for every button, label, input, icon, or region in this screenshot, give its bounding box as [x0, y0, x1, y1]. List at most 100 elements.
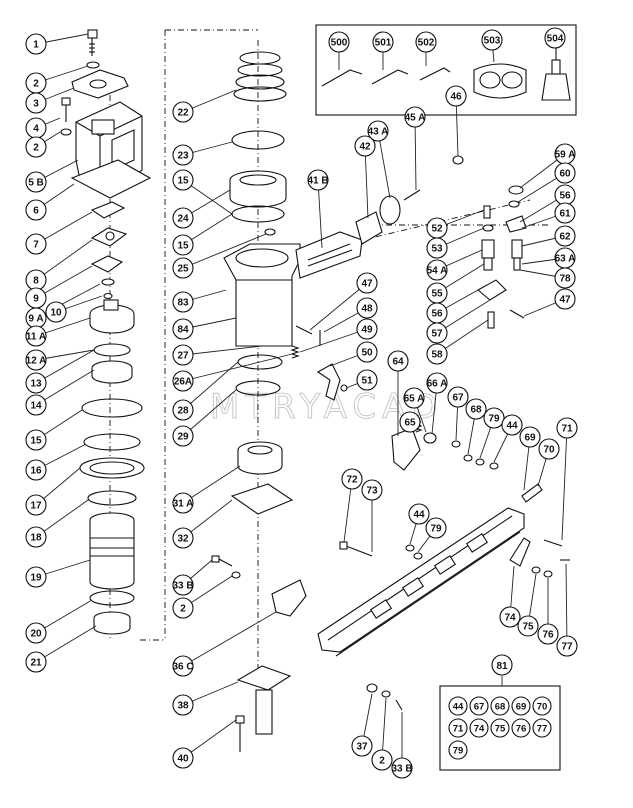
part-callout-p41b: 41 B	[307, 169, 329, 249]
part-number-label: 33 B	[172, 581, 193, 592]
part-number-label: 53	[431, 244, 443, 255]
callout-bubble	[356, 272, 378, 294]
part-number-label: 76	[542, 630, 554, 641]
callout-bubble	[25, 622, 47, 644]
callout-bubble	[25, 136, 47, 158]
part-callout-p43a: 43 A	[367, 120, 391, 199]
leader-line	[182, 719, 237, 759]
part-callout-p31a: 31 A	[172, 465, 241, 514]
callout-bubble	[465, 398, 487, 420]
part-number-label: 11 A	[26, 332, 46, 343]
callout-bubble	[172, 234, 194, 256]
callout-bubble	[341, 468, 363, 490]
part-callout-p52: 52	[426, 209, 485, 239]
kit-item-label: 68	[495, 702, 506, 713]
kit-item-bubble	[448, 696, 468, 716]
part-number-label: 22	[177, 108, 189, 119]
part-number-label: 31 A	[173, 499, 194, 510]
part-number-label: 32	[177, 534, 189, 545]
kit-item-label: 44	[453, 702, 464, 713]
kit-item-bubble	[448, 718, 468, 738]
trigger-magazine-assembly	[295, 155, 570, 711]
part-callout-p64: 64	[387, 350, 409, 436]
kit-item-label: 69	[516, 702, 527, 713]
kit-81-title-bubble	[491, 654, 513, 676]
part-number-label: 66 A	[427, 379, 448, 390]
callout-bubble	[25, 494, 47, 516]
callout-bubble	[172, 655, 194, 677]
callout-bubble	[25, 459, 47, 481]
callout-bubble	[367, 120, 389, 142]
part-callout-p33b_a: 33 B	[172, 559, 213, 596]
kit-item-bubble	[448, 740, 468, 760]
callout-bubble	[372, 31, 394, 53]
part-number-label: 46	[450, 92, 462, 103]
part-number-label: 2	[33, 143, 39, 154]
part-callout-p44a: 44	[493, 414, 523, 463]
part-callout-p76: 76	[537, 578, 559, 645]
part-number-label: 37	[356, 742, 368, 753]
part-callout-p7: 7	[25, 211, 93, 255]
part-number-label: 68	[470, 405, 482, 416]
accessories-box	[315, 24, 577, 116]
callout-bubble	[25, 199, 47, 221]
part-number-label: 70	[543, 445, 555, 456]
part-callout-p1: 1	[25, 33, 89, 55]
part-number-label: 9 A	[28, 314, 43, 325]
part-callout-p47a: 47	[309, 272, 378, 331]
part-callout-p15a: 15	[25, 409, 83, 451]
part-number-label: 501	[375, 38, 392, 49]
leader-line	[35, 239, 93, 281]
callout-bubble	[556, 417, 578, 439]
part-callout-p16: 16	[25, 443, 87, 481]
part-number-label: 67	[452, 393, 464, 404]
part-number-label: 77	[561, 642, 573, 653]
callout-bubble	[426, 343, 448, 365]
kit-81-title: 81	[496, 661, 508, 672]
part-callout-p6: 6	[25, 183, 75, 221]
part-number-label: 83	[177, 298, 189, 309]
part-callout-p27: 27	[172, 344, 263, 366]
callout-bubble	[25, 349, 47, 371]
leader-line	[182, 389, 237, 437]
part-number-label: 15	[30, 436, 42, 447]
callout-bubble	[556, 635, 578, 657]
callout-bubble	[554, 202, 576, 224]
callout-bubble	[25, 394, 47, 416]
part-number-label: 61	[559, 209, 571, 220]
part-number-label: 15	[177, 176, 189, 187]
part-callout-p67: 67	[447, 386, 469, 441]
part-callout-p50: 50	[329, 341, 378, 367]
part-number-label: 59 A	[555, 150, 576, 161]
callout-bubble	[172, 492, 194, 514]
part-callout-p2b: 2	[25, 131, 61, 158]
callout-bubble	[25, 325, 47, 347]
part-number-label: 58	[431, 350, 443, 361]
callout-bubble	[25, 233, 47, 255]
callout-bubble	[172, 144, 194, 166]
callout-bubble	[25, 566, 47, 588]
part-number-label: 71	[561, 424, 573, 435]
part-number-label: 38	[177, 701, 189, 712]
callout-bubble	[426, 372, 448, 394]
part-number-label: 24	[177, 214, 189, 225]
part-callout-p8: 8	[25, 239, 93, 291]
part-number-label: 43 A	[368, 127, 389, 138]
part-number-label: 27	[177, 351, 189, 362]
part-callout-p15c: 15	[172, 213, 233, 256]
callout-bubble	[361, 479, 383, 501]
part-number-label: 40	[177, 754, 189, 765]
part-number-label: 65	[404, 418, 416, 429]
cap-assembly	[60, 29, 152, 635]
part-callout-p62: 62	[521, 225, 576, 247]
leader-line	[182, 345, 263, 356]
callout-bubble	[519, 426, 541, 448]
kit-item-label: 70	[537, 702, 548, 713]
part-callout-p56b: 56	[519, 184, 576, 223]
leader-line	[565, 563, 568, 647]
part-number-label: 55	[431, 289, 443, 300]
callout-bubble	[404, 106, 426, 128]
part-callout-p20: 20	[25, 599, 93, 644]
